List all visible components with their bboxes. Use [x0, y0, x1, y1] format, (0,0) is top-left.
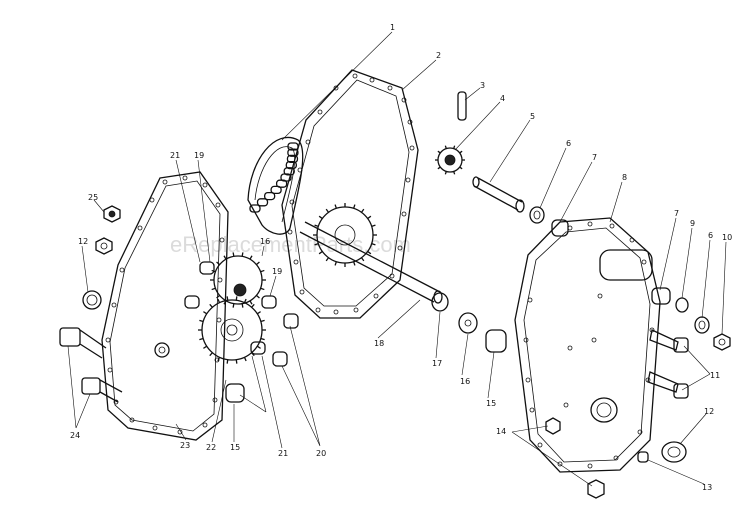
- callout-15b: 15: [230, 443, 240, 452]
- center-sprocket-shaft: [299, 203, 443, 304]
- right-small-parts: [651, 287, 731, 351]
- right-fasteners: [545, 329, 689, 499]
- callout-8: 8: [622, 173, 627, 182]
- callout-2: 2: [436, 51, 441, 60]
- left-cover-plate: [101, 171, 229, 441]
- callout-23: 23: [180, 441, 190, 450]
- callout-12a: 12: [704, 407, 714, 416]
- callout-16: 16: [460, 377, 470, 386]
- callout-labels: 1 2 3 4 5 6 6 7 7 8 9 10 11 12 12 13 14 …: [70, 23, 732, 492]
- callout-11: 11: [710, 371, 720, 380]
- right-cover-housing: [514, 217, 661, 473]
- callout-18: 18: [374, 339, 384, 348]
- callout-1: 1: [390, 23, 395, 32]
- callout-21b: 21: [278, 449, 288, 458]
- callout-21a: 21: [170, 151, 180, 160]
- left-fasteners: [59, 205, 123, 403]
- callout-12b: 12: [78, 237, 88, 246]
- callout-4: 4: [500, 94, 505, 103]
- leader-lines: [67, 31, 727, 487]
- callout-7b: 7: [674, 209, 679, 218]
- callout-3: 3: [480, 81, 485, 90]
- callout-19a: 19: [194, 151, 204, 160]
- callout-14: 14: [496, 427, 506, 436]
- callout-17: 17: [432, 359, 442, 368]
- callout-10: 10: [722, 233, 732, 242]
- callout-6a: 6: [566, 139, 571, 148]
- upper-right-parts: [435, 91, 569, 237]
- callout-22: 22: [206, 443, 216, 452]
- callout-13: 13: [702, 483, 712, 492]
- left-sprocket: [198, 296, 266, 364]
- left-bushings: [184, 261, 299, 403]
- callout-5: 5: [530, 112, 535, 121]
- callout-24: 24: [70, 431, 80, 440]
- center-small-parts: [431, 292, 507, 353]
- callout-16b: 16: [260, 237, 270, 246]
- callout-9: 9: [690, 219, 695, 228]
- callout-7a: 7: [592, 153, 597, 162]
- callout-15a: 15: [486, 399, 496, 408]
- callout-6b: 6: [708, 231, 713, 240]
- callout-19b: 19: [272, 267, 282, 276]
- callout-25: 25: [88, 193, 98, 202]
- center-gasket: [281, 69, 419, 319]
- drive-chain: [247, 136, 304, 235]
- callout-20: 20: [316, 449, 326, 458]
